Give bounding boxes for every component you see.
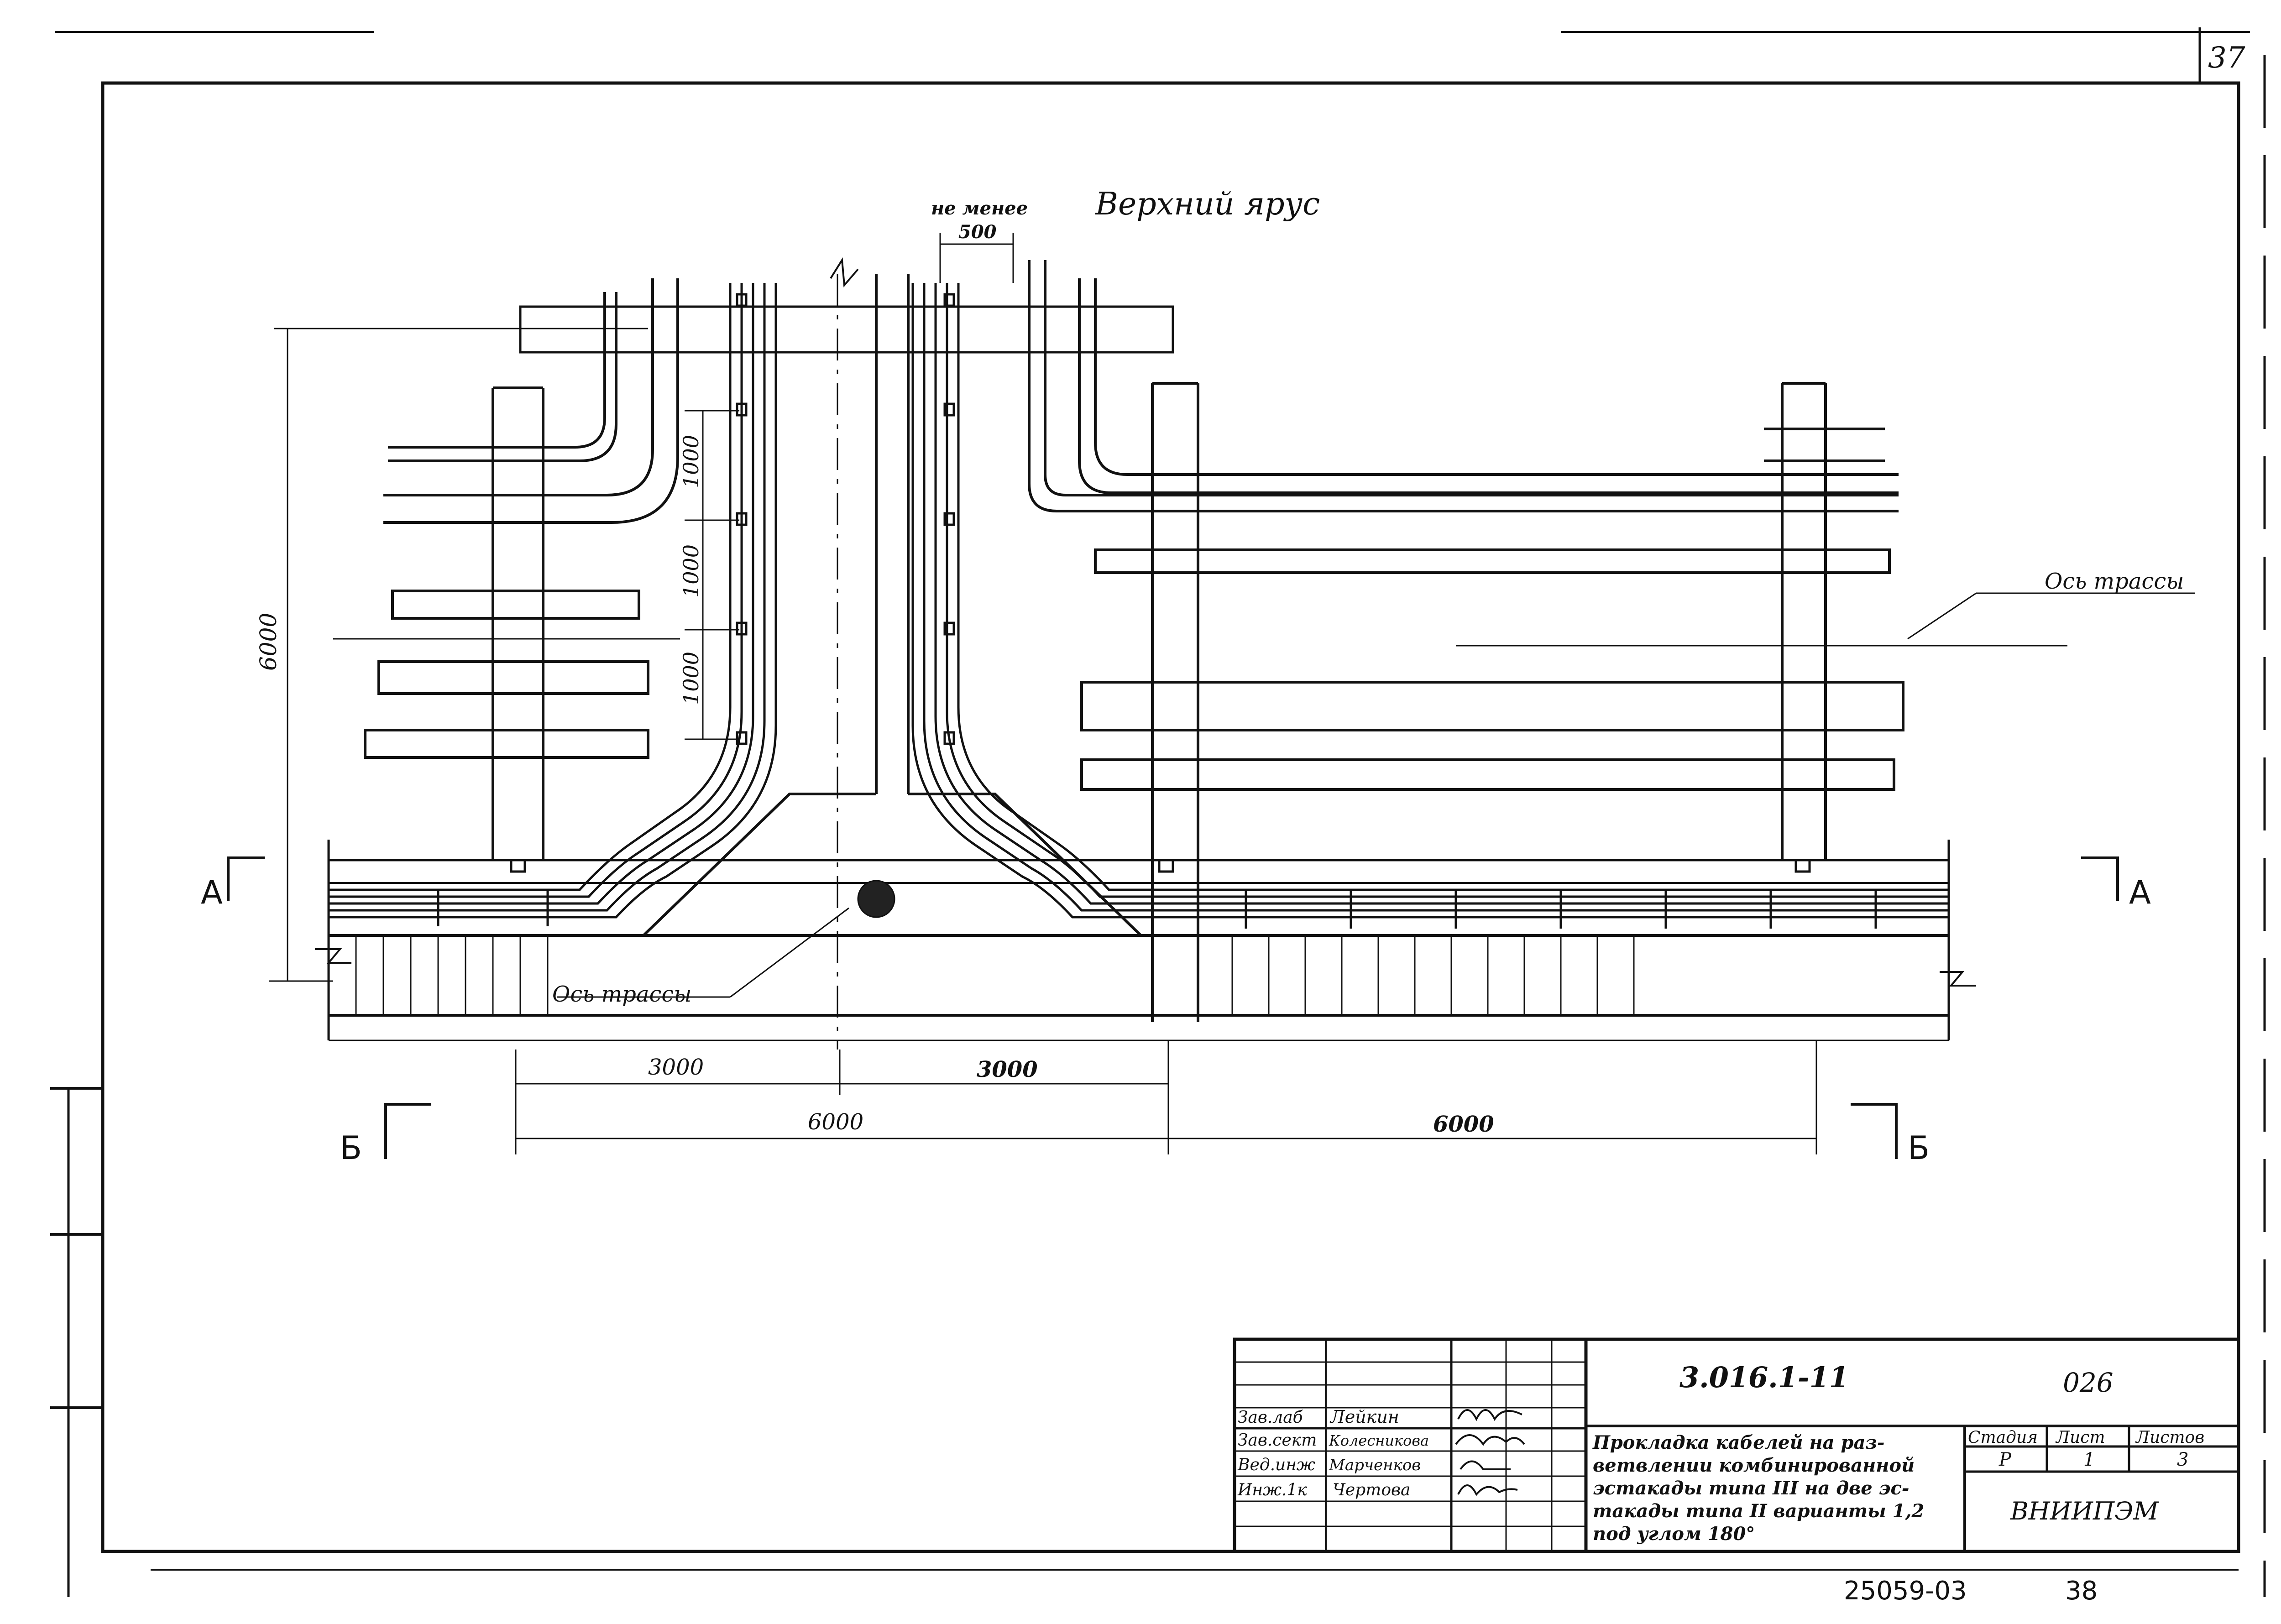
staff-role-3: Вед.инж <box>1237 1456 1315 1474</box>
staff-role-2: Зав.сект <box>1238 1431 1317 1450</box>
staff-role-1: Зав.лаб <box>1238 1408 1303 1427</box>
cable-bundle-right <box>911 283 1949 919</box>
staff-name-2: Колесникова <box>1329 1432 1429 1449</box>
dim-span-left: 6000 <box>808 1109 863 1135</box>
dimension-texts: 6000 1000 1000 1000 3000 3000 6000 6000 … <box>255 186 2184 1137</box>
description: Прокладка кабелей на раз- ветвлении комб… <box>1592 1432 1930 1545</box>
stage-value: Р <box>1998 1449 2012 1470</box>
tier-label: Верхний ярус <box>1094 186 1320 222</box>
designation: 3.016.1-11 <box>1679 1361 1849 1394</box>
staff-table: Зав.лаб Лейкин Зав.сект Колесникова Вед.… <box>1237 1407 1429 1499</box>
axis-label-left: Ось трассы <box>552 982 691 1007</box>
cable-bundle-left <box>329 283 777 919</box>
dim-half-right: 3000 <box>977 1057 1038 1082</box>
min-note: не менее <box>931 198 1028 219</box>
staff-name-4: Чертова <box>1333 1481 1410 1499</box>
section-markers <box>227 856 2119 1159</box>
central-pylon <box>642 257 1142 1050</box>
bottom-page: 38 <box>2065 1576 2098 1606</box>
sheet-frame <box>50 27 2266 1597</box>
bottom-code: 25059-03 <box>1844 1576 1967 1606</box>
section-b-left: Б <box>340 1129 362 1167</box>
organization: ВНИИПЭМ <box>2010 1497 2159 1525</box>
sheet-value: 1 <box>2083 1449 2095 1470</box>
dim-spacing-1: 1000 <box>679 435 703 488</box>
signatures <box>1455 1409 1525 1496</box>
sheet-number: 37 <box>2208 41 2245 75</box>
drawing-code: 026 <box>2063 1367 2114 1398</box>
staff-role-4: Инж.1к <box>1237 1481 1307 1499</box>
staff-name-3: Марченков <box>1329 1456 1421 1474</box>
sheets-value: 3 <box>2177 1449 2188 1470</box>
dim-half-left: 3000 <box>648 1055 704 1080</box>
section-a-left: А <box>201 874 223 911</box>
stage-header: Стадия <box>1968 1428 2038 1447</box>
top-beam <box>519 305 1174 354</box>
left-column <box>492 386 544 860</box>
axis-marker <box>857 880 895 918</box>
title-block <box>1233 1337 2240 1553</box>
left-pipes <box>333 278 680 759</box>
axis-label-right: Ось трассы <box>2045 569 2184 594</box>
section-b-right: Б <box>1908 1129 1930 1167</box>
ground-slab <box>315 840 1976 1041</box>
right-pipes <box>1028 260 2067 791</box>
sheets-header: Листов <box>2135 1428 2204 1447</box>
section-a-right: А <box>2129 874 2151 911</box>
dimension-lines <box>269 233 2195 1154</box>
cable-supports[interactable] <box>437 293 1877 929</box>
dim-height: 6000 <box>255 613 282 671</box>
dim-spacing-3: 1000 <box>679 652 703 705</box>
min-value: 500 <box>958 221 997 243</box>
dim-spacing-2: 1000 <box>679 544 703 598</box>
sheet-header: Лист <box>2055 1428 2105 1447</box>
dim-span-right: 6000 <box>1433 1112 1494 1137</box>
right-columns <box>1151 382 1827 1022</box>
staff-name-1: Лейкин <box>1329 1407 1399 1427</box>
